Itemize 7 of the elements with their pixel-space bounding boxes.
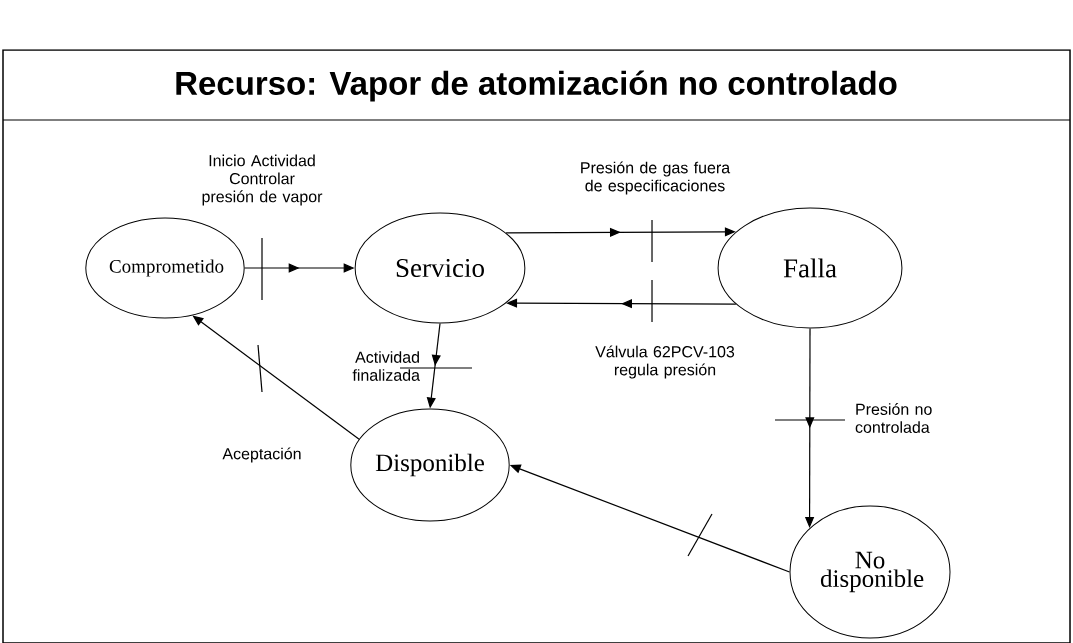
edge-label: Inicio Actividad Controlar presión de vapor — [202, 154, 323, 206]
edge-label: Presión no controlada — [855, 403, 932, 433]
edge-label: Válvula 62PCV-103 regula presión — [595, 345, 735, 379]
edge-label: Aceptación — [222, 447, 301, 463]
title: Recurso: Vapor de atomización no controlado — [176, 70, 897, 102]
edge-label: Presión de gas fuera de especificaciones — [581, 161, 731, 195]
edge-label: Actividad finalizada — [352, 351, 420, 381]
